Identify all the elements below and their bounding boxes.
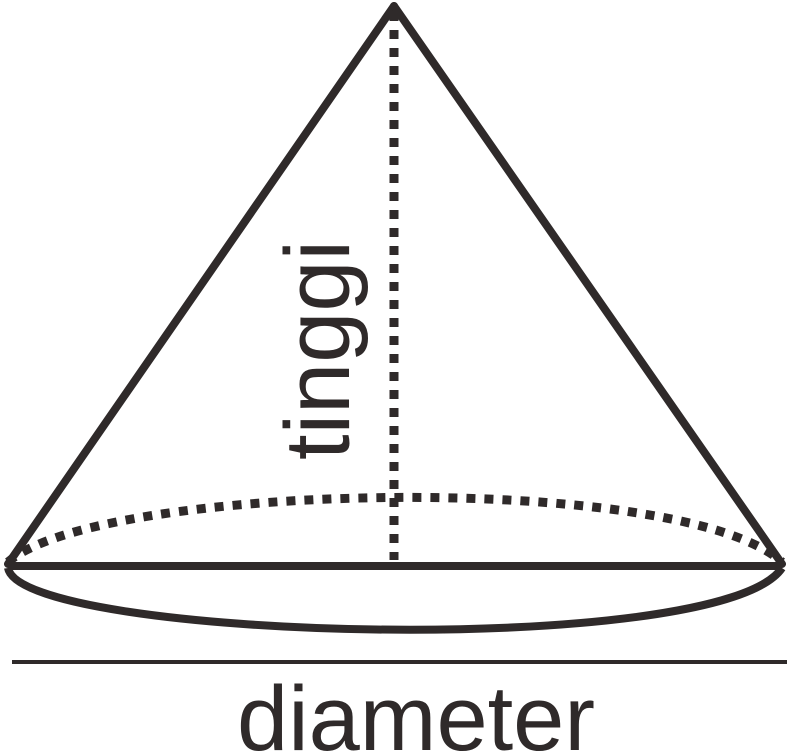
diameter-label: diameter bbox=[237, 668, 595, 754]
cone-base-back-arc bbox=[5, 492, 786, 566]
cone-right-slant bbox=[390, 2, 786, 568]
height-label: tinggi bbox=[267, 240, 369, 460]
cone-base-front-arc bbox=[4, 565, 786, 634]
cone-left-slant bbox=[4, 2, 398, 568]
